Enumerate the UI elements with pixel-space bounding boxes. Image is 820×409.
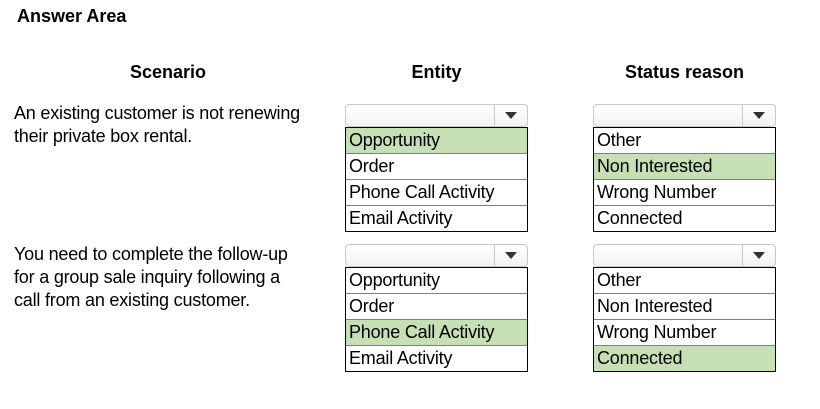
entity-column-header: Entity — [411, 62, 462, 82]
chevron-down-icon — [505, 112, 517, 119]
status-reason-dropdown-2: Other Non Interested Wrong Number Connec… — [593, 244, 776, 372]
status-option-wrong-number[interactable]: Wrong Number — [594, 180, 775, 206]
status-option-other[interactable]: Other — [594, 268, 775, 294]
scenario-2-line-3: call from an existing customer. — [14, 290, 250, 310]
chevron-down-icon — [753, 252, 765, 259]
entity-select-1[interactable] — [345, 104, 528, 127]
scenario-2-line-1: You need to complete the follow-up — [14, 244, 288, 264]
answer-area-title: Answer Area — [17, 6, 127, 26]
entity-option-order[interactable]: Order — [346, 154, 527, 180]
entity-option-phone-call-activity[interactable]: Phone Call Activity — [346, 320, 527, 346]
scenario-2-line-2: for a group sale inquiry following a — [14, 267, 280, 287]
entity-option-email-activity[interactable]: Email Activity — [349, 208, 453, 228]
chevron-down-icon — [753, 112, 765, 119]
entity-options-1: Opportunity Order Phone Call Activity Em… — [345, 127, 528, 232]
status-reason-options-2: Other Non Interested Wrong Number Connec… — [593, 267, 776, 372]
status-reason-select-1[interactable] — [593, 104, 776, 127]
status-option-connected[interactable]: Connected — [597, 208, 683, 228]
entity-select-2-button[interactable] — [494, 245, 527, 266]
entity-option-order[interactable]: Order — [346, 294, 527, 320]
scenario-1-text: An existing customer is not renewing the… — [14, 102, 334, 148]
status-option-other[interactable]: Other — [594, 128, 775, 154]
scenario-1-line-2: their private box rental. — [14, 126, 193, 146]
status-option-wrong-number[interactable]: Wrong Number — [594, 320, 775, 346]
entity-option-email-activity[interactable]: Email Activity — [349, 348, 453, 368]
entity-dropdown-2: Opportunity Order Phone Call Activity Em… — [345, 244, 528, 372]
entity-select-2[interactable] — [345, 244, 528, 267]
status-reason-select-1-button[interactable] — [742, 105, 775, 126]
status-reason-options-1: Other Non Interested Wrong Number Connec… — [593, 127, 776, 232]
scenario-column-header: Scenario — [129, 62, 207, 82]
entity-option-opportunity[interactable]: Opportunity — [346, 128, 527, 154]
chevron-down-icon — [505, 252, 517, 259]
status-option-non-interested[interactable]: Non Interested — [594, 154, 775, 180]
entity-select-1-button[interactable] — [494, 105, 527, 126]
entity-option-phone-call-activity[interactable]: Phone Call Activity — [346, 180, 527, 206]
status-option-connected[interactable]: Connected — [594, 346, 775, 371]
status-reason-column-header: Status reason — [624, 62, 745, 82]
status-reason-select-2-button[interactable] — [742, 245, 775, 266]
status-reason-dropdown-1: Other Non Interested Wrong Number Connec… — [593, 104, 776, 232]
entity-option-opportunity[interactable]: Opportunity — [346, 268, 527, 294]
entity-options-2: Opportunity Order Phone Call Activity Em… — [345, 267, 528, 372]
status-option-non-interested[interactable]: Non Interested — [594, 294, 775, 320]
entity-dropdown-1: Opportunity Order Phone Call Activity Em… — [345, 104, 528, 232]
scenario-2-text: You need to complete the follow-up for a… — [14, 243, 334, 312]
scenario-1-line-1: An existing customer is not renewing — [14, 103, 300, 123]
status-reason-select-2[interactable] — [593, 244, 776, 267]
